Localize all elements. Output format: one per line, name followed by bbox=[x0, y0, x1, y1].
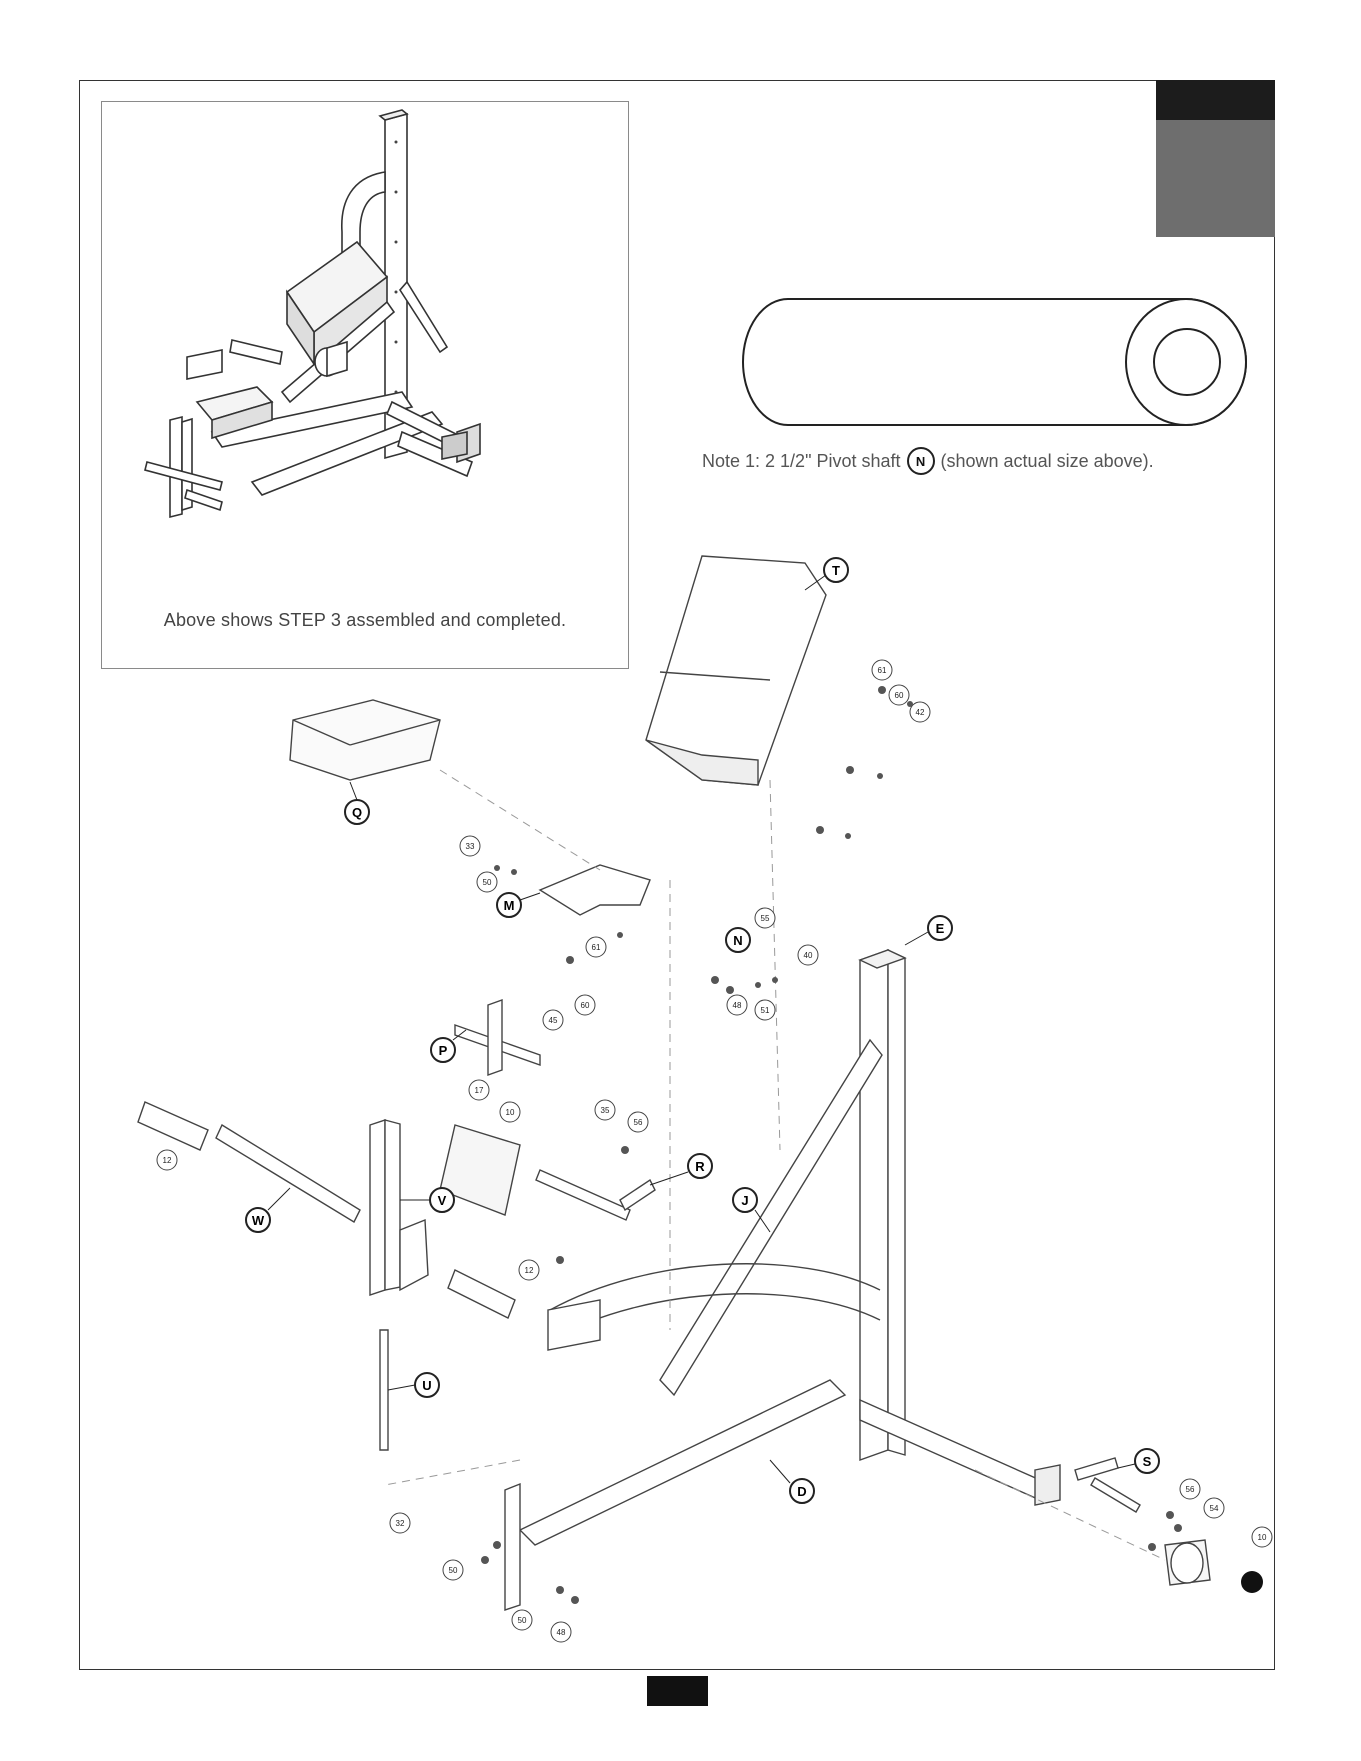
callout-W: W bbox=[246, 1188, 290, 1232]
callout-48a: 48 bbox=[727, 995, 747, 1015]
svg-text:12: 12 bbox=[163, 1156, 172, 1165]
svg-text:56: 56 bbox=[1186, 1485, 1195, 1494]
svg-text:61: 61 bbox=[878, 666, 887, 675]
svg-text:35: 35 bbox=[601, 1106, 610, 1115]
callout-M: M bbox=[497, 893, 540, 917]
svg-text:61: 61 bbox=[592, 943, 601, 952]
callout-Q: Q bbox=[345, 782, 369, 824]
page-number-tab bbox=[647, 1676, 708, 1706]
svg-text:42: 42 bbox=[916, 708, 925, 717]
svg-text:51: 51 bbox=[761, 1006, 770, 1015]
note-part-badge: N bbox=[907, 447, 935, 475]
callout-45: 45 bbox=[543, 1010, 563, 1030]
callout-33: 33 bbox=[460, 836, 480, 856]
callout-35: 35 bbox=[595, 1100, 615, 1120]
callout-48b: 48 bbox=[551, 1622, 571, 1642]
pivot-shaft-note: Note 1: 2 1/2" Pivot shaft N (shown actu… bbox=[702, 447, 1154, 475]
svg-text:55: 55 bbox=[761, 914, 770, 923]
svg-text:17: 17 bbox=[475, 1086, 484, 1095]
label-U: U bbox=[422, 1378, 431, 1393]
callout-40: 40 bbox=[798, 945, 818, 965]
svg-text:50: 50 bbox=[449, 1566, 458, 1575]
svg-text:33: 33 bbox=[466, 842, 475, 851]
label-Q: Q bbox=[352, 805, 362, 820]
label-E: E bbox=[936, 921, 945, 936]
label-V: V bbox=[438, 1193, 447, 1208]
callout-S: S bbox=[1118, 1449, 1159, 1473]
callout-50c: 50 bbox=[512, 1610, 532, 1630]
callout-12a: 12 bbox=[157, 1150, 177, 1170]
svg-text:45: 45 bbox=[549, 1016, 558, 1025]
callout-56b: 56 bbox=[1180, 1479, 1200, 1499]
callout-D: D bbox=[770, 1460, 814, 1503]
svg-text:60: 60 bbox=[581, 1001, 590, 1010]
callout-55: 55 bbox=[755, 908, 775, 928]
svg-text:32: 32 bbox=[396, 1519, 405, 1528]
callout-12b: 12 bbox=[519, 1260, 539, 1280]
label-P: P bbox=[439, 1043, 448, 1058]
label-N: N bbox=[733, 933, 742, 948]
svg-text:10: 10 bbox=[1258, 1533, 1267, 1542]
note-prefix: Note 1: 2 1/2" Pivot shaft bbox=[702, 451, 901, 472]
svg-text:56: 56 bbox=[634, 1118, 643, 1127]
svg-text:50: 50 bbox=[483, 878, 492, 887]
callout-61a: 61 bbox=[872, 660, 892, 680]
callout-50a: 50 bbox=[477, 872, 497, 892]
label-R: R bbox=[695, 1159, 705, 1174]
callout-60a: 60 bbox=[889, 685, 909, 705]
callout-U: U bbox=[388, 1373, 439, 1397]
callout-V: V bbox=[400, 1188, 454, 1212]
svg-text:10: 10 bbox=[506, 1108, 515, 1117]
label-M: M bbox=[504, 898, 515, 913]
svg-text:54: 54 bbox=[1210, 1504, 1219, 1513]
callout-10a: 10 bbox=[500, 1102, 520, 1122]
svg-text:12: 12 bbox=[525, 1266, 534, 1275]
callout-R: R bbox=[650, 1154, 712, 1185]
svg-text:40: 40 bbox=[804, 951, 813, 960]
callout-E: E bbox=[905, 916, 952, 945]
note-suffix: (shown actual size above). bbox=[941, 451, 1154, 472]
parts-illustration bbox=[138, 556, 1210, 1610]
svg-text:48: 48 bbox=[733, 1001, 742, 1010]
callout-54: 54 bbox=[1204, 1498, 1224, 1518]
label-W: W bbox=[252, 1213, 265, 1228]
svg-text:50: 50 bbox=[518, 1616, 527, 1625]
svg-text:48: 48 bbox=[557, 1628, 566, 1637]
callout-17: 17 bbox=[469, 1080, 489, 1100]
svg-text:60: 60 bbox=[895, 691, 904, 700]
label-T: T bbox=[832, 563, 840, 578]
pivot-shaft-drawing bbox=[743, 299, 1246, 425]
callout-10b: 10 bbox=[1252, 1527, 1272, 1547]
callout-60b: 60 bbox=[575, 995, 595, 1015]
callout-51: 51 bbox=[755, 1000, 775, 1020]
callout-50b: 50 bbox=[443, 1560, 463, 1580]
label-S: S bbox=[1143, 1454, 1152, 1469]
callout-N: N bbox=[726, 928, 750, 952]
callout-56a: 56 bbox=[628, 1112, 648, 1132]
label-J: J bbox=[741, 1193, 748, 1208]
callout-61b: 61 bbox=[586, 937, 606, 957]
callout-42: 42 bbox=[910, 702, 930, 722]
label-D: D bbox=[797, 1484, 806, 1499]
hardware-callouts: 61 60 42 33 50 61 45 60 55 40 48 51 17 1… bbox=[157, 660, 1272, 1642]
callout-32: 32 bbox=[390, 1513, 410, 1533]
